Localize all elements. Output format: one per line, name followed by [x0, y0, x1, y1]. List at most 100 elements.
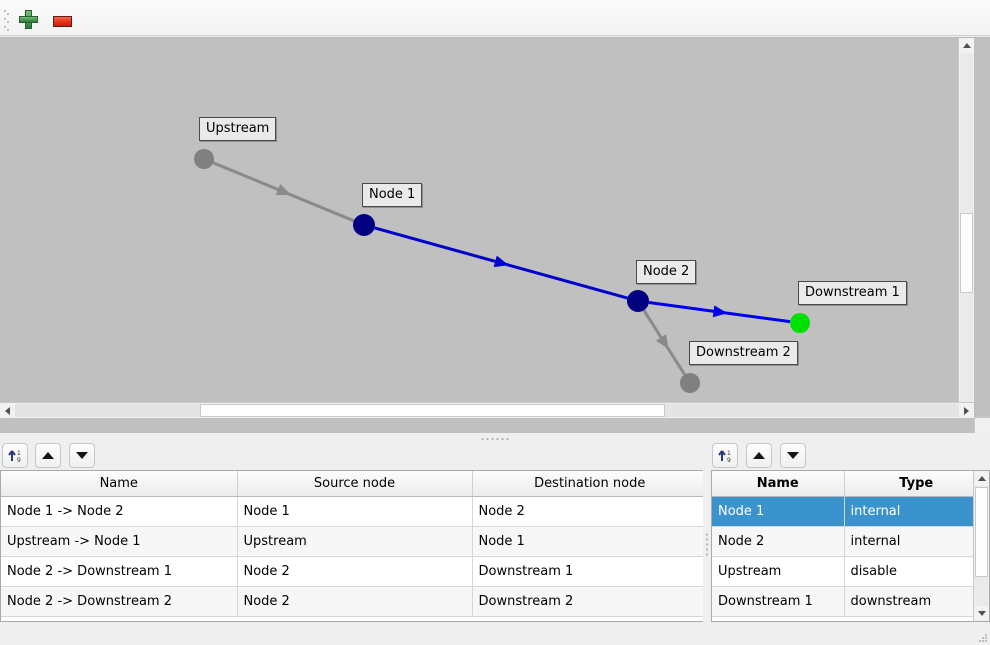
triangle-up-icon: [42, 452, 54, 459]
graph-node-label-downstream1[interactable]: Downstream 1: [798, 281, 907, 305]
edges-cell[interactable]: Node 2: [237, 556, 473, 587]
edges-move-up-button[interactable]: [35, 443, 61, 468]
edges-cell[interactable]: Node 2: [472, 496, 708, 527]
graph-node-label-downstream2[interactable]: Downstream 2: [689, 341, 798, 365]
nodes-move-down-button[interactable]: [780, 443, 806, 468]
edges-sort-button[interactable]: 1 9: [2, 443, 28, 468]
nodes-cell[interactable]: Upstream: [712, 556, 845, 587]
chevron-left-icon: [5, 406, 10, 415]
horizontal-scroll-thumb[interactable]: [200, 404, 665, 417]
scrollbar-corner: [974, 417, 990, 433]
vertical-scroll-thumb[interactable]: [960, 213, 973, 293]
plus-icon: [18, 9, 38, 29]
edges-cell[interactable]: Node 2: [237, 586, 473, 617]
nodes-header-1[interactable]: Type: [844, 471, 989, 497]
edges-cell[interactable]: Node 1 -> Node 2: [1, 496, 238, 527]
nodes-table-scrollbar[interactable]: [973, 471, 989, 621]
nodes-cell[interactable]: Downstream 1: [712, 586, 845, 617]
graph-node-node1[interactable]: [353, 214, 375, 236]
edges-header-2[interactable]: Destination node: [472, 471, 708, 497]
nodes-scroll-thumb[interactable]: [975, 487, 988, 577]
edge-arrowhead-icon: [275, 183, 291, 196]
graph-svg: [194, 149, 810, 393]
edge-layer: [212, 161, 791, 376]
chevron-up-icon: [962, 43, 971, 48]
triangle-down-icon: [787, 452, 799, 459]
splitter-grip-icon: [481, 438, 509, 440]
graph-node-label-upstream[interactable]: Upstream: [199, 117, 277, 141]
graph-node-label-node2[interactable]: Node 2: [636, 260, 697, 284]
node-layer: [194, 149, 810, 393]
sort-ascending-icon: 1 9: [8, 450, 21, 464]
edges-cell[interactable]: Node 2 -> Downstream 2: [1, 586, 238, 617]
scroll-left-button[interactable]: [0, 403, 15, 418]
edges-cell[interactable]: Downstream 2: [472, 586, 708, 617]
nodes-header-0[interactable]: Name: [712, 471, 845, 497]
toolbar-grip[interactable]: [4, 10, 9, 31]
nodes-table-toolbar: 1 9: [710, 443, 980, 469]
graph-node-upstream[interactable]: [194, 149, 214, 169]
edges-move-down-button[interactable]: [69, 443, 95, 468]
edge-arrowhead-icon: [493, 255, 509, 268]
nodes-move-up-button[interactable]: [746, 443, 772, 468]
edge-arrowhead-icon: [712, 305, 728, 318]
scroll-right-button[interactable]: [959, 403, 974, 418]
edges-cell[interactable]: Upstream: [237, 526, 473, 557]
remove-button[interactable]: [49, 6, 75, 30]
edges-cell[interactable]: Downstream 1: [472, 556, 708, 587]
minus-icon: [52, 15, 72, 27]
canvas-horizontal-scrollbar[interactable]: [0, 402, 974, 418]
nodes-scroll-down-button[interactable]: [974, 606, 989, 621]
edges-cell[interactable]: Upstream -> Node 1: [1, 526, 238, 557]
nodes-cell[interactable]: downstream: [844, 586, 989, 617]
horizontal-splitter[interactable]: [0, 434, 990, 444]
svg-text:1: 1: [727, 450, 731, 457]
nodes-cell[interactable]: internal: [844, 496, 989, 527]
edges-header-0[interactable]: Name: [1, 471, 238, 497]
graph-node-downstream2[interactable]: [680, 373, 700, 393]
nodes-cell[interactable]: Node 1: [712, 496, 845, 527]
graph-node-node2[interactable]: [627, 290, 649, 312]
nodes-cell[interactable]: internal: [844, 526, 989, 557]
edges-table-toolbar: 1 9: [0, 443, 340, 469]
nodes-scroll-up-button[interactable]: [974, 471, 989, 486]
nodes-sort-button[interactable]: 1 9: [712, 443, 738, 468]
splitter-grip-icon: [706, 533, 708, 559]
edges-cell[interactable]: Node 2 -> Downstream 1: [1, 556, 238, 587]
scroll-up-button[interactable]: [959, 38, 974, 53]
edges-cell[interactable]: Node 1: [237, 496, 473, 527]
canvas-vertical-scrollbar[interactable]: [958, 38, 974, 418]
graph-node-label-node1[interactable]: Node 1: [362, 183, 423, 207]
graph-node-downstream1[interactable]: [790, 313, 810, 333]
nodes-cell[interactable]: disable: [844, 556, 989, 587]
svg-text:1: 1: [17, 450, 21, 457]
triangle-down-icon: [76, 452, 88, 459]
tables-vertical-splitter[interactable]: [703, 470, 711, 622]
resize-grip-icon[interactable]: [979, 634, 987, 642]
edges-cell[interactable]: Node 1: [472, 526, 708, 557]
add-button[interactable]: [15, 6, 41, 30]
chevron-right-icon: [964, 406, 969, 415]
edge-arrowhead-icon: [655, 334, 669, 350]
nodes-cell[interactable]: Node 2: [712, 526, 845, 557]
edges-header-1[interactable]: Source node: [237, 471, 473, 497]
sort-ascending-icon: 1 9: [718, 450, 731, 464]
